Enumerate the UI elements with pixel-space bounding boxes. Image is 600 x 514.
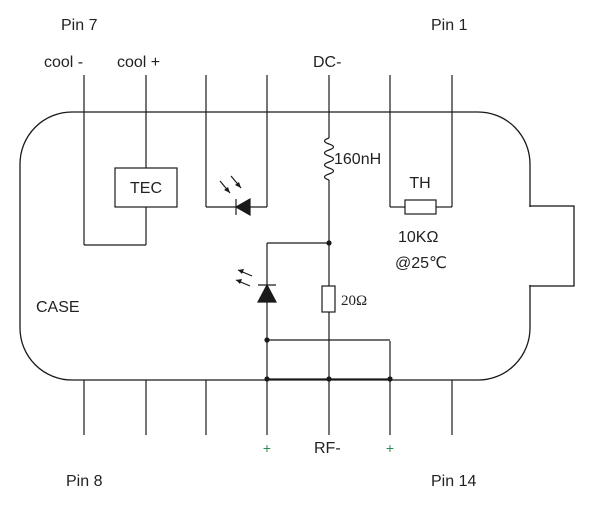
th-temp-label: @25℃ bbox=[395, 255, 447, 272]
tec-label: TEC bbox=[130, 180, 162, 197]
th-label: TH bbox=[409, 175, 430, 192]
pin1-label: Pin 1 bbox=[431, 17, 468, 34]
dc-minus-label: DC- bbox=[313, 54, 341, 71]
bottom-pins bbox=[83, 243, 453, 435]
case-label: CASE bbox=[36, 299, 80, 316]
inductor-coil bbox=[323, 137, 335, 243]
pin7-label: Pin 7 bbox=[61, 17, 98, 34]
junction-dots bbox=[264, 240, 393, 382]
resistor-label: 20Ω bbox=[341, 293, 367, 309]
laser-diode bbox=[235, 242, 329, 340]
pin8-label: Pin 8 bbox=[66, 473, 103, 490]
resistor-20ohm bbox=[321, 285, 336, 313]
plus-left-label: + bbox=[263, 440, 271, 456]
cool-minus-label: cool - bbox=[44, 54, 83, 71]
inductor-label: 160nH bbox=[334, 151, 381, 168]
tec-box bbox=[114, 167, 178, 208]
rf-minus-label: RF- bbox=[314, 440, 341, 457]
cool-plus-label: cool + bbox=[117, 54, 160, 71]
top-pins bbox=[83, 75, 453, 245]
th-value-label: 10KΩ bbox=[398, 229, 438, 246]
monitor-photodiode bbox=[206, 175, 267, 217]
thermistor bbox=[390, 199, 452, 215]
pin14-label: Pin 14 bbox=[431, 473, 476, 490]
plus-right-label: + bbox=[386, 440, 394, 456]
fiber-tab bbox=[529, 205, 575, 287]
